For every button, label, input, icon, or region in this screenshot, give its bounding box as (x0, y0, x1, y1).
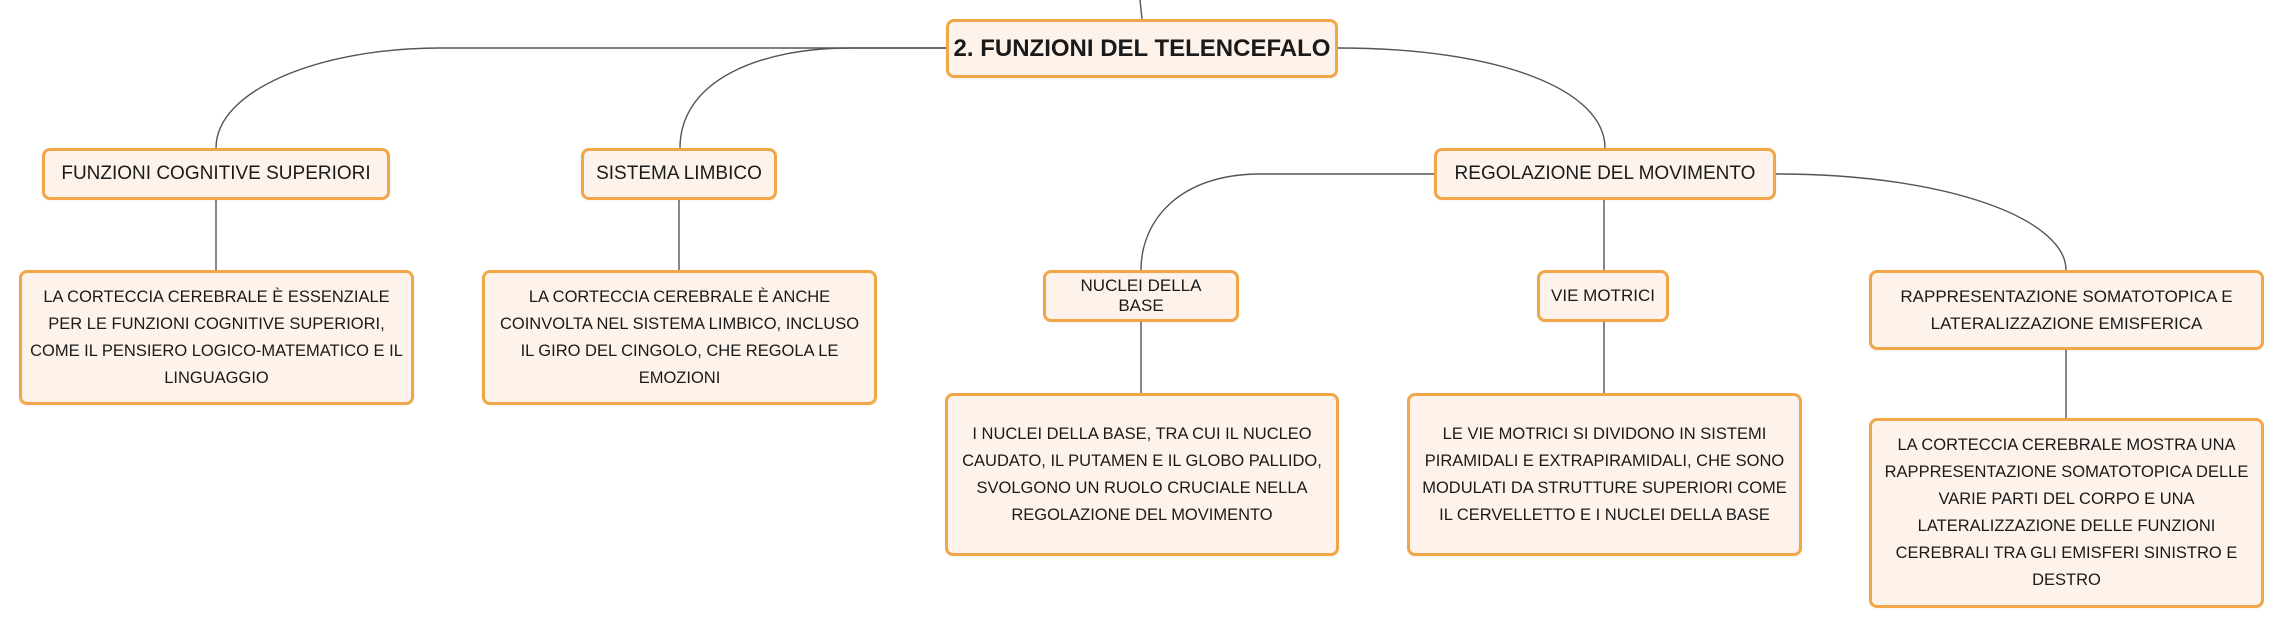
subtopic-node-motor-pathways[interactable]: VIE MOTRICI (1537, 270, 1669, 322)
detail-node-motor-pathways[interactable]: LE VIE MOTRICI SI DIVIDONO IN SISTEMI PI… (1407, 393, 1802, 556)
root-node-label: 2. FUNZIONI DEL TELENCEFALO (953, 34, 1331, 62)
connector-root-limbic (679, 47, 946, 149)
root-node[interactable]: 2. FUNZIONI DEL TELENCEFALO (946, 19, 1338, 78)
subtopic-node-label: RAPPRESENTAZIONE SOMATOTOPICA E LATERALI… (1900, 287, 2233, 333)
detail-node-text: I NUCLEI DELLA BASE, TRA CUI IL NUCLEO C… (962, 424, 1322, 524)
connector-root-movement (1337, 47, 1606, 149)
connector-parent-root (1139, 0, 1143, 20)
topic-node-label: REGOLAZIONE DEL MOVIMENTO (1454, 163, 1756, 184)
connector-movement-basal (1140, 173, 1434, 271)
topic-node-cognitive-functions[interactable]: FUNZIONI COGNITIVE SUPERIORI (42, 148, 390, 200)
topic-node-movement-regulation[interactable]: REGOLAZIONE DEL MOVIMENTO (1434, 148, 1776, 200)
detail-node-text: LA CORTECCIA CEREBRALE È ESSENZIALE PER … (30, 287, 403, 387)
detail-node-text: LE VIE MOTRICI SI DIVIDONO IN SISTEMI PI… (1422, 424, 1787, 524)
detail-node-cognitive-functions[interactable]: LA CORTECCIA CEREBRALE È ESSENZIALE PER … (19, 270, 414, 405)
connector-root-cognitive (215, 47, 946, 149)
detail-node-somatotopic-representation[interactable]: LA CORTECCIA CEREBRALE MOSTRA UNA RAPPRE… (1869, 418, 2264, 608)
topic-node-label: FUNZIONI COGNITIVE SUPERIORI (61, 163, 371, 184)
topic-node-limbic-system[interactable]: SISTEMA LIMBICO (581, 148, 777, 200)
detail-node-basal-ganglia[interactable]: I NUCLEI DELLA BASE, TRA CUI IL NUCLEO C… (945, 393, 1339, 556)
connector-movement-somato (1775, 173, 2067, 271)
detail-node-limbic-system[interactable]: LA CORTECCIA CEREBRALE È ANCHE COINVOLTA… (482, 270, 877, 405)
detail-node-text: LA CORTECCIA CEREBRALE È ANCHE COINVOLTA… (499, 287, 860, 387)
subtopic-node-label: NUCLEI DELLA BASE (1080, 276, 1202, 315)
subtopic-node-basal-ganglia[interactable]: NUCLEI DELLA BASE (1043, 270, 1239, 322)
subtopic-node-label: VIE MOTRICI (1551, 286, 1655, 305)
subtopic-node-somatotopic-representation[interactable]: RAPPRESENTAZIONE SOMATOTOPICA E LATERALI… (1869, 270, 2264, 350)
detail-node-text: LA CORTECCIA CEREBRALE MOSTRA UNA RAPPRE… (1884, 436, 2249, 589)
topic-node-label: SISTEMA LIMBICO (596, 163, 762, 184)
